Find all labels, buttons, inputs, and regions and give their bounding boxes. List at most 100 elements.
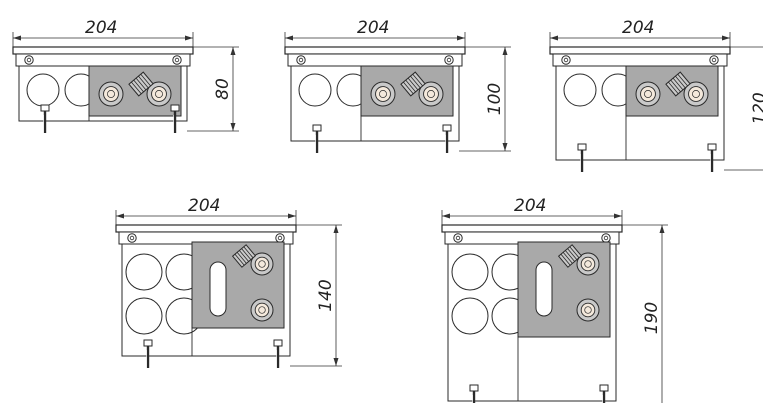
fitting-core [580, 256, 596, 272]
screw-slot [298, 57, 304, 63]
thermostatic-valve [128, 71, 154, 97]
convector-body [121, 241, 291, 357]
flange-rail [441, 224, 623, 233]
valve-knurl [677, 73, 688, 87]
dimension-arrowhead [185, 35, 193, 41]
fitting-bore [692, 90, 700, 98]
valve-knurl [562, 252, 573, 264]
valve-knurl [234, 253, 245, 266]
pipe-hole [451, 297, 489, 335]
fitting-bore [644, 90, 652, 98]
dimension-arrowhead [502, 47, 508, 55]
thermostatic-valve [231, 244, 257, 268]
pipe-hole [563, 73, 597, 107]
flange-lip [552, 53, 728, 67]
pipe-fitting [370, 81, 396, 107]
pipe-fitting [250, 298, 274, 322]
foot-nut [442, 124, 452, 132]
screw-icon [127, 233, 137, 243]
valve-knurl [135, 77, 147, 91]
screw-icon [24, 55, 34, 65]
foot-nut [577, 143, 587, 151]
fitting-bore [258, 306, 266, 314]
screw-slot [563, 57, 569, 63]
screw-head [601, 233, 611, 243]
screw-head [709, 55, 719, 65]
screw-head [127, 233, 137, 243]
width-label: 204 [85, 18, 117, 38]
valve-knurl [410, 75, 421, 89]
screw-icon [601, 233, 611, 243]
width-label: 204 [188, 196, 220, 216]
convector-body [18, 65, 188, 122]
screw-head [453, 233, 463, 243]
fitting-bore [584, 260, 592, 268]
screw-head [296, 55, 306, 65]
pipe-fitting [418, 81, 444, 107]
dimension-arrowhead [614, 213, 622, 219]
convector-body [555, 65, 725, 161]
fitting-core [423, 86, 439, 102]
levelling-foot [273, 339, 283, 368]
convector-variant-140: 204 140 [115, 196, 342, 368]
valve-knurl [133, 79, 144, 93]
height-label: 190 [642, 302, 662, 334]
fitting-bore [379, 90, 387, 98]
width-dimension: 204 [12, 18, 194, 47]
fitting-bore [584, 306, 592, 314]
dimension-arrowhead [502, 143, 508, 151]
height-label: 120 [750, 92, 763, 124]
width-dimension: 204 [115, 196, 297, 225]
fitting-bore [427, 90, 435, 98]
height-dimension: 120 [724, 46, 763, 171]
levelling-foot [170, 104, 180, 133]
height-dimension: 140 [290, 224, 342, 367]
dimension-arrowhead [13, 35, 21, 41]
top-flange [115, 224, 297, 245]
screw-icon [444, 55, 454, 65]
foot-nut [170, 104, 180, 112]
flange-rail [12, 46, 194, 55]
fitting-core [688, 86, 704, 102]
dimension-arrowhead [659, 225, 665, 233]
levelling-foot [312, 124, 322, 153]
fitting-core [375, 86, 391, 102]
dimension-arrowhead [230, 123, 236, 131]
height-label: 140 [316, 279, 336, 311]
fitting-core [640, 86, 656, 102]
dimension-arrowhead [442, 213, 450, 219]
flange-rail [115, 224, 297, 233]
dimension-arrowhead [333, 358, 339, 366]
dimension-arrowhead [116, 213, 124, 219]
pipe-hole [298, 73, 332, 107]
pipe-fitting [250, 252, 274, 276]
screw-icon [709, 55, 719, 65]
width-label: 204 [514, 196, 546, 216]
levelling-foot [707, 143, 717, 172]
screw-slot [446, 57, 452, 63]
levelling-foot [40, 104, 50, 133]
height-label: 100 [485, 83, 505, 115]
pipe-fitting [635, 81, 661, 107]
screw-slot [455, 235, 461, 241]
screw-icon [561, 55, 571, 65]
screw-head [561, 55, 571, 65]
screw-slot [174, 57, 180, 63]
pipe-fitting [98, 81, 124, 107]
top-flange [284, 46, 466, 67]
pipe-hole [125, 253, 163, 291]
thermostatic-valve [665, 71, 691, 97]
convector-body [447, 241, 617, 402]
valve-knurl [560, 253, 571, 266]
valve-knurl [138, 75, 149, 89]
screw-icon [275, 233, 285, 243]
pipe-hole [451, 253, 489, 291]
top-flange [441, 224, 623, 245]
fitting-bore [155, 90, 163, 98]
fitting-core [254, 256, 270, 272]
levelling-foot [469, 384, 479, 403]
valve-knurl [140, 73, 151, 87]
foot-nut [143, 339, 153, 347]
